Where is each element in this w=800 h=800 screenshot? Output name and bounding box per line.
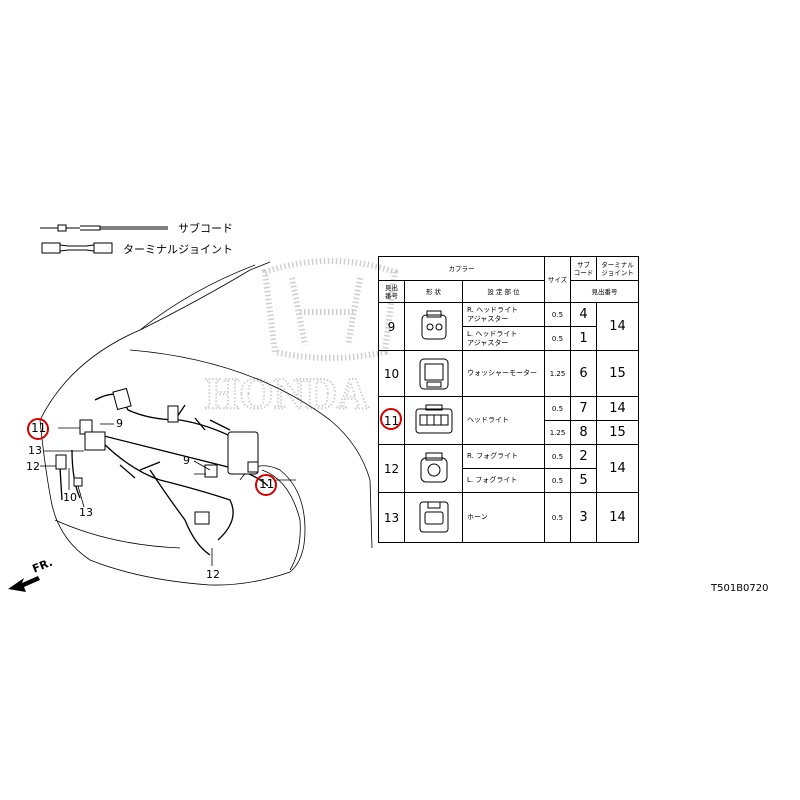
callout-13-left: 13 bbox=[28, 444, 42, 457]
highlight-circle-left bbox=[27, 418, 49, 440]
drawing-code: T501B0720 bbox=[711, 583, 769, 594]
sub-cord-ref: 3 bbox=[570, 492, 597, 543]
callout-9-mid: 9 bbox=[183, 454, 190, 467]
coupler-location: ヘッドライト bbox=[462, 396, 545, 445]
table-row: 12 R. フォグライト 0.5 2 14 bbox=[378, 444, 639, 493]
coupler-no-11: 11 bbox=[378, 396, 405, 445]
sub-cord-symbol bbox=[40, 224, 168, 232]
table-row: 11 ヘッドライト 0.5 7 14 bbox=[378, 396, 639, 445]
legend-sub-cord-label: サブコード bbox=[178, 222, 233, 235]
terminal-joint-ref: 14 bbox=[596, 302, 639, 351]
header-sub-cord: サブコード bbox=[570, 256, 597, 281]
connectors-and-clips bbox=[55, 387, 259, 525]
header-ref-no: 見出番号 bbox=[570, 280, 639, 303]
callout-11-right: 11 bbox=[259, 477, 275, 491]
highlight-circle-right bbox=[255, 474, 277, 496]
coupler-size: 0.5 bbox=[544, 396, 571, 421]
callout-12-bottom: 12 bbox=[206, 568, 220, 581]
header-size: サイズ bbox=[544, 256, 571, 303]
terminal-joint-symbol bbox=[41, 242, 113, 254]
coupler-no-9: 9 bbox=[378, 302, 405, 351]
sub-cord-ref: 8 bbox=[570, 420, 597, 445]
coupler-size: 0.5 bbox=[544, 444, 571, 469]
terminal-joint-ref: 14 bbox=[596, 492, 639, 543]
coupler-no-10: 10 bbox=[378, 350, 405, 397]
header-shape: 形 状 bbox=[404, 280, 463, 303]
coupler-no-12: 12 bbox=[378, 444, 405, 493]
sub-cord-ref: 6 bbox=[570, 350, 597, 397]
sub-cord-ref: 7 bbox=[570, 396, 597, 421]
sub-cord-ref: 5 bbox=[570, 468, 597, 493]
coupler-shape-10 bbox=[404, 350, 463, 397]
table-row: L. ヘッドライトアジャスター 0.5 1 bbox=[379, 326, 639, 351]
table-row: 9 R. ヘッドライトアジャスター 0.5 4 14 bbox=[378, 302, 639, 351]
coupler-location: R. フォグライト bbox=[462, 444, 545, 469]
sub-cord-ref: 1 bbox=[570, 326, 597, 351]
coupler-table: カプラー サイズ サブコード ターミナルジョイント 見出番号 形 状 設 定 部… bbox=[378, 256, 639, 543]
table-row: L. フォグライト 0.5 5 bbox=[379, 468, 639, 493]
table-row: 10 ウォッシャーモーター 1.25 6 15 bbox=[378, 350, 639, 397]
table-row: 13 ホーン 0.5 3 14 bbox=[378, 492, 639, 543]
coupler-size: 1.25 bbox=[544, 350, 571, 397]
terminal-joint-ref: 15 bbox=[596, 420, 639, 445]
sub-cord-ref: 2 bbox=[570, 444, 597, 469]
honda-wordmark-watermark: HONDA bbox=[205, 369, 369, 418]
highlight-circle-table bbox=[380, 408, 402, 430]
callout-11-left: 11 bbox=[31, 421, 47, 435]
coupler-shape-12 bbox=[404, 444, 463, 493]
terminal-joint-ref: 14 bbox=[596, 444, 639, 493]
coupler-size: 0.5 bbox=[544, 492, 571, 543]
header-no: 見出番号 bbox=[378, 280, 405, 303]
callout-10: 10 bbox=[63, 491, 77, 504]
legend-terminal-joint-label: ターミナルジョイント bbox=[123, 243, 233, 256]
header-terminal-joint: ターミナルジョイント bbox=[596, 256, 639, 281]
coupler-shape-11 bbox=[404, 396, 463, 445]
honda-logo-watermark bbox=[261, 258, 399, 361]
table-row: 1.25 8 15 bbox=[379, 420, 639, 445]
coupler-location: L. フォグライト bbox=[462, 468, 545, 493]
terminal-joint-ref: 15 bbox=[596, 350, 639, 397]
coupler-no-13: 13 bbox=[378, 492, 405, 543]
front-direction-arrow bbox=[8, 576, 40, 592]
coupler-size: 0.5 bbox=[544, 326, 571, 351]
header-location: 設 定 部 位 bbox=[462, 280, 545, 303]
terminal-joint-ref: 14 bbox=[596, 396, 639, 421]
coupler-shape-9 bbox=[404, 302, 463, 351]
coupler-location: L. ヘッドライトアジャスター bbox=[462, 326, 545, 351]
callout-12-left: 12 bbox=[26, 460, 40, 473]
leader-lines bbox=[40, 423, 296, 566]
coupler-location: ホーン bbox=[462, 492, 545, 543]
callout-9-left: 9 bbox=[116, 417, 123, 430]
coupler-location: R. ヘッドライトアジャスター bbox=[462, 302, 545, 327]
coupler-size: 1.25 bbox=[544, 420, 571, 445]
sub-cord-ref: 4 bbox=[570, 302, 597, 327]
coupler-location: ウォッシャーモーター bbox=[462, 350, 545, 397]
coupler-size: 0.5 bbox=[544, 468, 571, 493]
callout-13-lower: 13 bbox=[79, 506, 93, 519]
header-coupler: カプラー bbox=[378, 256, 545, 281]
coupler-size: 0.5 bbox=[544, 302, 571, 327]
coupler-shape-13 bbox=[404, 492, 463, 543]
wire-harness bbox=[59, 393, 269, 556]
